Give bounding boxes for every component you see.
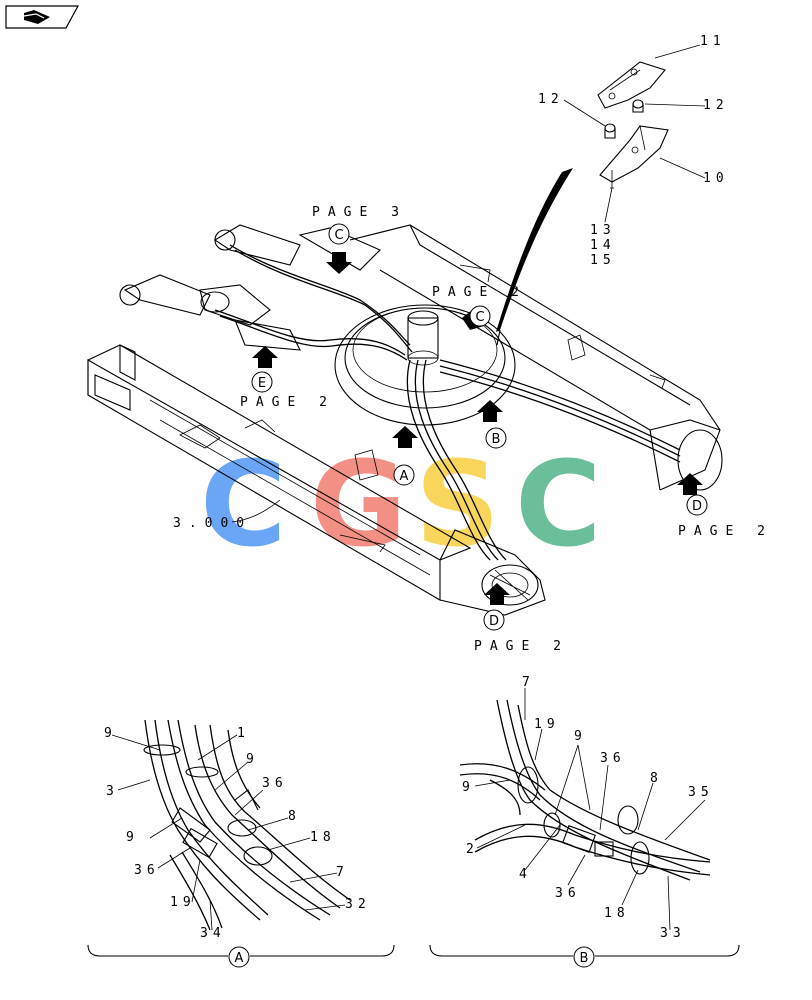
arrow-up-a — [392, 426, 418, 448]
part-a-9-mid: 9 — [246, 752, 259, 767]
part-14: 14 — [590, 238, 616, 253]
part-a-7: 7 — [336, 865, 349, 880]
part-11: 11 — [700, 34, 726, 49]
reference-number: 3.000 — [173, 516, 252, 531]
page-label-top-c: PAGE 3 — [312, 205, 407, 220]
part-b-2: 2 — [466, 842, 479, 857]
part-b-7: 7 — [522, 675, 535, 690]
bracket-detail: 11 12 12 10 13 14 15 — [538, 34, 729, 268]
svg-text:C: C — [334, 228, 343, 243]
arrow-up-d-right — [677, 473, 703, 495]
page-label-bottom-d: PAGE 2 — [474, 639, 569, 654]
callout-d-bottom: D — [483, 609, 505, 631]
watermark: C G S C — [200, 435, 602, 573]
page-label-left-a: PAGE 2 — [240, 395, 335, 410]
part-13: 13 — [590, 223, 616, 238]
svg-text:A: A — [400, 469, 409, 484]
callout-a: A — [393, 464, 415, 486]
part-a-32: 32 — [345, 897, 371, 912]
part-b-8: 8 — [650, 771, 663, 786]
arrow-up-d-bottom — [484, 583, 510, 605]
part-a-1: 1 — [237, 726, 250, 741]
part-12-right: 12 — [703, 98, 729, 113]
part-a-19: 19 — [170, 895, 196, 910]
callout-b: B — [485, 427, 507, 449]
svg-text:D: D — [692, 499, 702, 514]
part-a-8: 8 — [288, 809, 301, 824]
watermark-c1: C — [200, 435, 287, 573]
part-b-18: 18 — [604, 906, 630, 921]
part-a-3: 3 — [106, 784, 119, 799]
detail-b: 7 19 9 36 9 8 35 2 4 36 18 33 B — [429, 675, 740, 968]
part-b-35: 35 — [688, 785, 714, 800]
callout-c-top: C — [328, 223, 350, 245]
part-b-4: 4 — [519, 867, 532, 882]
callout-circles: C C E A B D D — [251, 223, 708, 631]
callout-c-ring: C — [469, 305, 491, 327]
callout-d-right: D — [686, 494, 708, 516]
arrow-up-b — [477, 400, 503, 422]
svg-text:D: D — [489, 614, 499, 629]
part-b-36-top: 36 — [600, 751, 626, 766]
part-12-left: 12 — [538, 92, 564, 107]
arrow-up-e — [252, 346, 278, 368]
part-b-19: 19 — [534, 717, 560, 732]
part-a-36-bot: 36 — [134, 863, 160, 878]
nav-badge[interactable] — [5, 5, 80, 29]
part-15: 15 — [590, 253, 616, 268]
part-b-33: 33 — [660, 926, 686, 941]
main-frame-drawing — [87, 168, 723, 616]
svg-text:C: C — [475, 310, 484, 325]
part-a-9-top: 9 — [104, 726, 117, 741]
detail-b-title: B — [580, 951, 589, 966]
watermark-c2: C — [515, 435, 602, 573]
svg-text:E: E — [258, 376, 266, 391]
part-b-9-top: 9 — [574, 729, 587, 744]
part-10: 10 — [703, 171, 729, 186]
forward-arrow-icon — [23, 10, 50, 24]
part-a-9-left: 9 — [126, 830, 139, 845]
watermark-g: G — [310, 435, 407, 573]
detail-a: 9 1 9 3 36 8 9 18 36 7 19 32 34 A — [87, 719, 395, 968]
page-label-right-d: PAGE 2 — [678, 524, 773, 539]
part-b-9-left: 9 — [462, 780, 475, 795]
callout-e: E — [251, 371, 273, 393]
part-b-36-bot: 36 — [555, 886, 581, 901]
part-a-36-top: 36 — [262, 776, 288, 791]
page-label-right-c: PAGE 2 — [432, 285, 527, 300]
callout-arrows — [252, 252, 703, 605]
part-a-34: 34 — [200, 926, 226, 941]
svg-text:B: B — [492, 432, 501, 447]
detail-a-title: A — [235, 951, 244, 966]
arrow-down-c — [326, 252, 352, 274]
part-a-18: 18 — [310, 830, 336, 845]
page-labels: PAGE 3 PAGE 2 PAGE 2 PAGE 2 PAGE 2 3.000 — [173, 205, 773, 654]
